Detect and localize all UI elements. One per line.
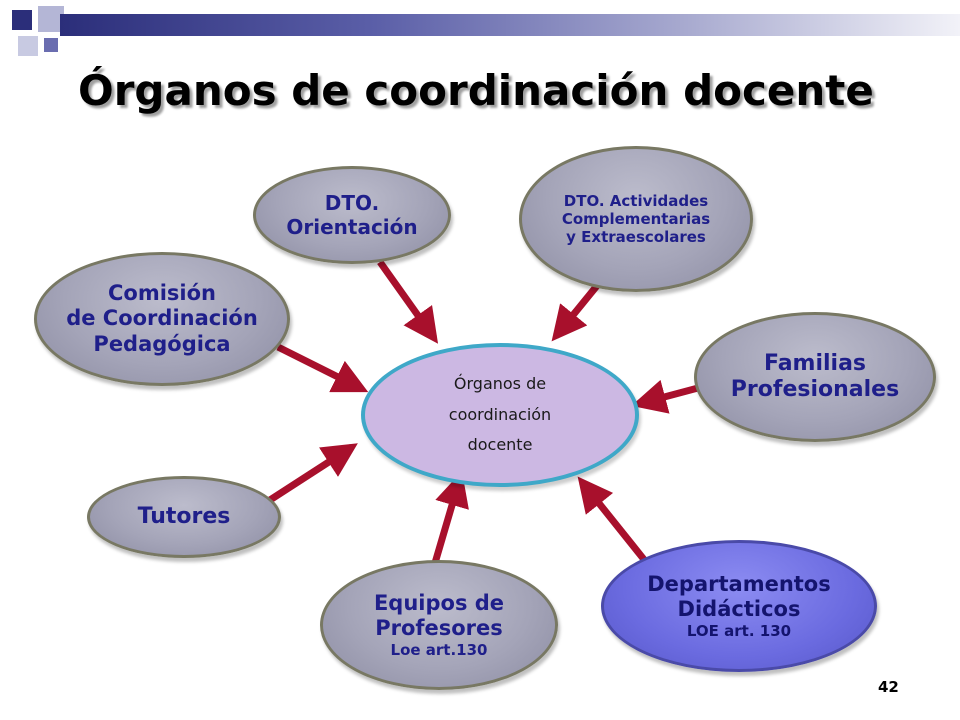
node-label: Profesionales: [730, 377, 900, 402]
arrow-from-departamentos: [577, 476, 649, 565]
node-label: Orientación: [286, 215, 418, 239]
node-label: Didácticos: [677, 597, 801, 621]
center-line: Órganos de: [453, 374, 547, 394]
node-label: Profesores: [375, 616, 503, 640]
corner-square-decoration: [18, 36, 38, 56]
page-number: 42: [878, 678, 899, 696]
node-dto-actividades: DTO. Actividades Complementarias y Extra…: [519, 146, 753, 292]
node-departamentos-didacticos: Departamentos Didácticos LOE art. 130: [601, 540, 877, 672]
node-label: Complementarias: [561, 210, 711, 228]
node-familias-profesionales: Familias Profesionales: [694, 312, 936, 442]
arrow-from-familias: [631, 379, 699, 414]
node-note: LOE art. 130: [686, 622, 792, 641]
node-dto-orientacion: DTO. Orientación: [253, 166, 451, 264]
arrow-from-orientacion: [377, 259, 439, 344]
node-tutores: Tutores: [87, 476, 281, 558]
corner-square-decoration: [12, 10, 32, 30]
node-comision-coordinacion: Comisión de Coordinación Pedagógica: [34, 252, 290, 386]
node-label: Comisión: [108, 281, 216, 306]
center-line: docente: [467, 435, 533, 455]
center-line: coordinación: [448, 404, 552, 424]
node-label: DTO. Actividades: [563, 192, 709, 210]
node-label: Pedagógica: [93, 331, 231, 356]
arrow-from-actividades: [551, 279, 603, 342]
node-label: Tutores: [137, 503, 231, 529]
node-equipos-profesores: Equipos de Profesores Loe art.130: [320, 560, 558, 690]
node-label: de Coordinación: [66, 306, 258, 331]
arrow-from-tutores: [268, 443, 358, 503]
node-label: Familias: [763, 350, 867, 376]
node-label: Departamentos: [647, 571, 831, 596]
node-note: Loe art.130: [390, 641, 488, 660]
node-label: DTO.: [324, 191, 380, 215]
node-label: y Extraescolares: [566, 228, 706, 246]
corner-square-decoration: [38, 6, 64, 32]
node-label: Equipos de: [373, 590, 505, 615]
center-node: Órganos de coordinación docente: [361, 343, 639, 487]
arrow-from-comision: [276, 343, 369, 393]
header-gradient-bar: [60, 14, 960, 36]
corner-square-decoration: [44, 38, 58, 52]
page-title: Órganos de coordinación docente: [78, 66, 874, 115]
